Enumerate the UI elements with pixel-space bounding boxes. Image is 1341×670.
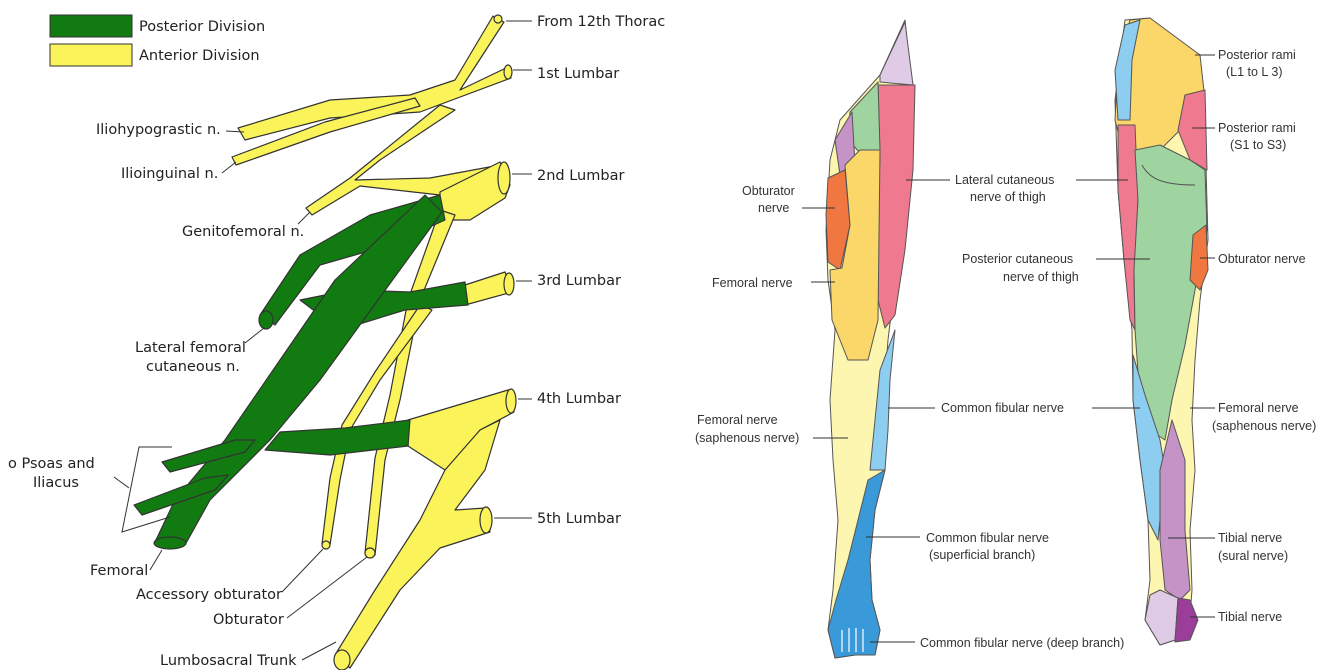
label-posterior-rami-l-1: Posterior rami [1218, 48, 1296, 62]
label-tibial-sural-1: Tibial nerve [1218, 531, 1282, 545]
label-obturator-back: Obturator nerve [1218, 252, 1306, 266]
label-cf-superficial-1: Common fibular nerve [926, 531, 1049, 545]
label-t12: From 12th Thorac [537, 14, 665, 30]
label-obturator-front-1: Obturator [742, 184, 795, 198]
label-accessory-obturator: Accessory obturator [136, 587, 282, 603]
label-ilioinguinal: Ilioinguinal n. [121, 166, 218, 182]
label-l5: 5th Lumbar [537, 511, 621, 527]
label-iliohypogastric: Iliohypograstic n. [96, 122, 221, 138]
label-femoral-back-1: Femoral nerve [1218, 401, 1299, 415]
label-psoas-1: o Psoas and [8, 456, 95, 472]
legend: Posterior Division Anterior Division [50, 15, 265, 66]
label-posterior-cutaneous-2: nerve of thigh [1003, 270, 1079, 284]
nerve-end-obturator [365, 548, 375, 558]
lateral-cutaneous-area-front [876, 85, 915, 328]
cutaneous-nerve-map: Obturator nerve Femoral nerve Femoral ne… [695, 18, 1316, 658]
label-l2: 2nd Lumbar [537, 168, 624, 184]
label-tibial-sural-2: (sural nerve) [1218, 549, 1288, 563]
label-l3: 3rd Lumbar [537, 273, 621, 289]
anterior-leg [826, 20, 915, 658]
l4-posterior [265, 420, 410, 455]
label-lumbosacral: Lumbosacral Trunk [160, 653, 297, 669]
lumbar-plexus-diagram: Posterior Division Anterior Division [8, 14, 665, 670]
label-posterior-cutaneous-1: Posterior cutaneous [962, 252, 1073, 266]
label-obturator-front-2: nerve [758, 201, 789, 215]
label-cf-deep: Common fibular nerve (deep branch) [920, 636, 1124, 650]
nerve-end-l5 [480, 507, 492, 533]
anterior-division-nerves [232, 15, 516, 670]
lumbosacral-trunk [335, 420, 500, 668]
lilac-top-front [880, 22, 913, 85]
label-posterior-rami-s-1: Posterior rami [1218, 121, 1296, 135]
nerve-end-l3 [504, 273, 514, 295]
legend-label-posterior: Posterior Division [139, 19, 265, 35]
label-l1: 1st Lumbar [537, 66, 619, 82]
label-obturator: Obturator [213, 612, 284, 628]
legend-swatch-posterior [50, 15, 132, 37]
label-femoral-back-2: (saphenous nerve) [1212, 419, 1316, 433]
t12-l1-trunk [238, 16, 511, 140]
nerve-end-l2 [498, 162, 510, 194]
label-femoral: Femoral [90, 563, 148, 579]
label-lateral-femoral-1: Lateral femoral [135, 340, 246, 356]
heel-lilac [1145, 590, 1178, 645]
label-tibial: Tibial nerve [1218, 610, 1282, 624]
label-l4: 4th Lumbar [537, 391, 621, 407]
label-lateral-femoral-2: cutaneous n. [146, 359, 240, 375]
legend-label-anterior: Anterior Division [139, 48, 260, 64]
label-cf-superficial-2: (superficial branch) [929, 548, 1035, 562]
label-lateral-cutaneous-2: nerve of thigh [970, 190, 1046, 204]
nerve-end-t12 [494, 15, 502, 23]
nerve-end-l4 [506, 389, 516, 413]
label-lateral-cutaneous-1: Lateral cutaneous [955, 173, 1054, 187]
label-posterior-rami-l-2: (L1 to L 3) [1226, 65, 1283, 79]
nerve-end-lumbosacral [334, 650, 350, 670]
posterior-leg [1115, 18, 1208, 645]
tibial-area-sole [1175, 598, 1198, 642]
label-psoas-2: Iliacus [33, 475, 79, 491]
label-femoral-saph-front-1: Femoral nerve [697, 413, 778, 427]
map-labels: Obturator nerve Femoral nerve Femoral ne… [695, 48, 1316, 650]
label-femoral-front: Femoral nerve [712, 276, 793, 290]
nerve-end-lateral-femoral [259, 311, 273, 329]
label-posterior-rami-s-2: (S1 to S3) [1230, 138, 1286, 152]
nerve-end-accessory [322, 541, 330, 549]
label-common-fibular: Common fibular nerve [941, 401, 1064, 415]
legend-swatch-anterior [50, 44, 132, 66]
label-femoral-saph-front-2: (saphenous nerve) [695, 431, 799, 445]
nerve-end-l1 [504, 65, 512, 79]
nerve-end-femoral [154, 537, 186, 549]
label-genitofemoral: Genitofemoral n. [182, 224, 304, 240]
